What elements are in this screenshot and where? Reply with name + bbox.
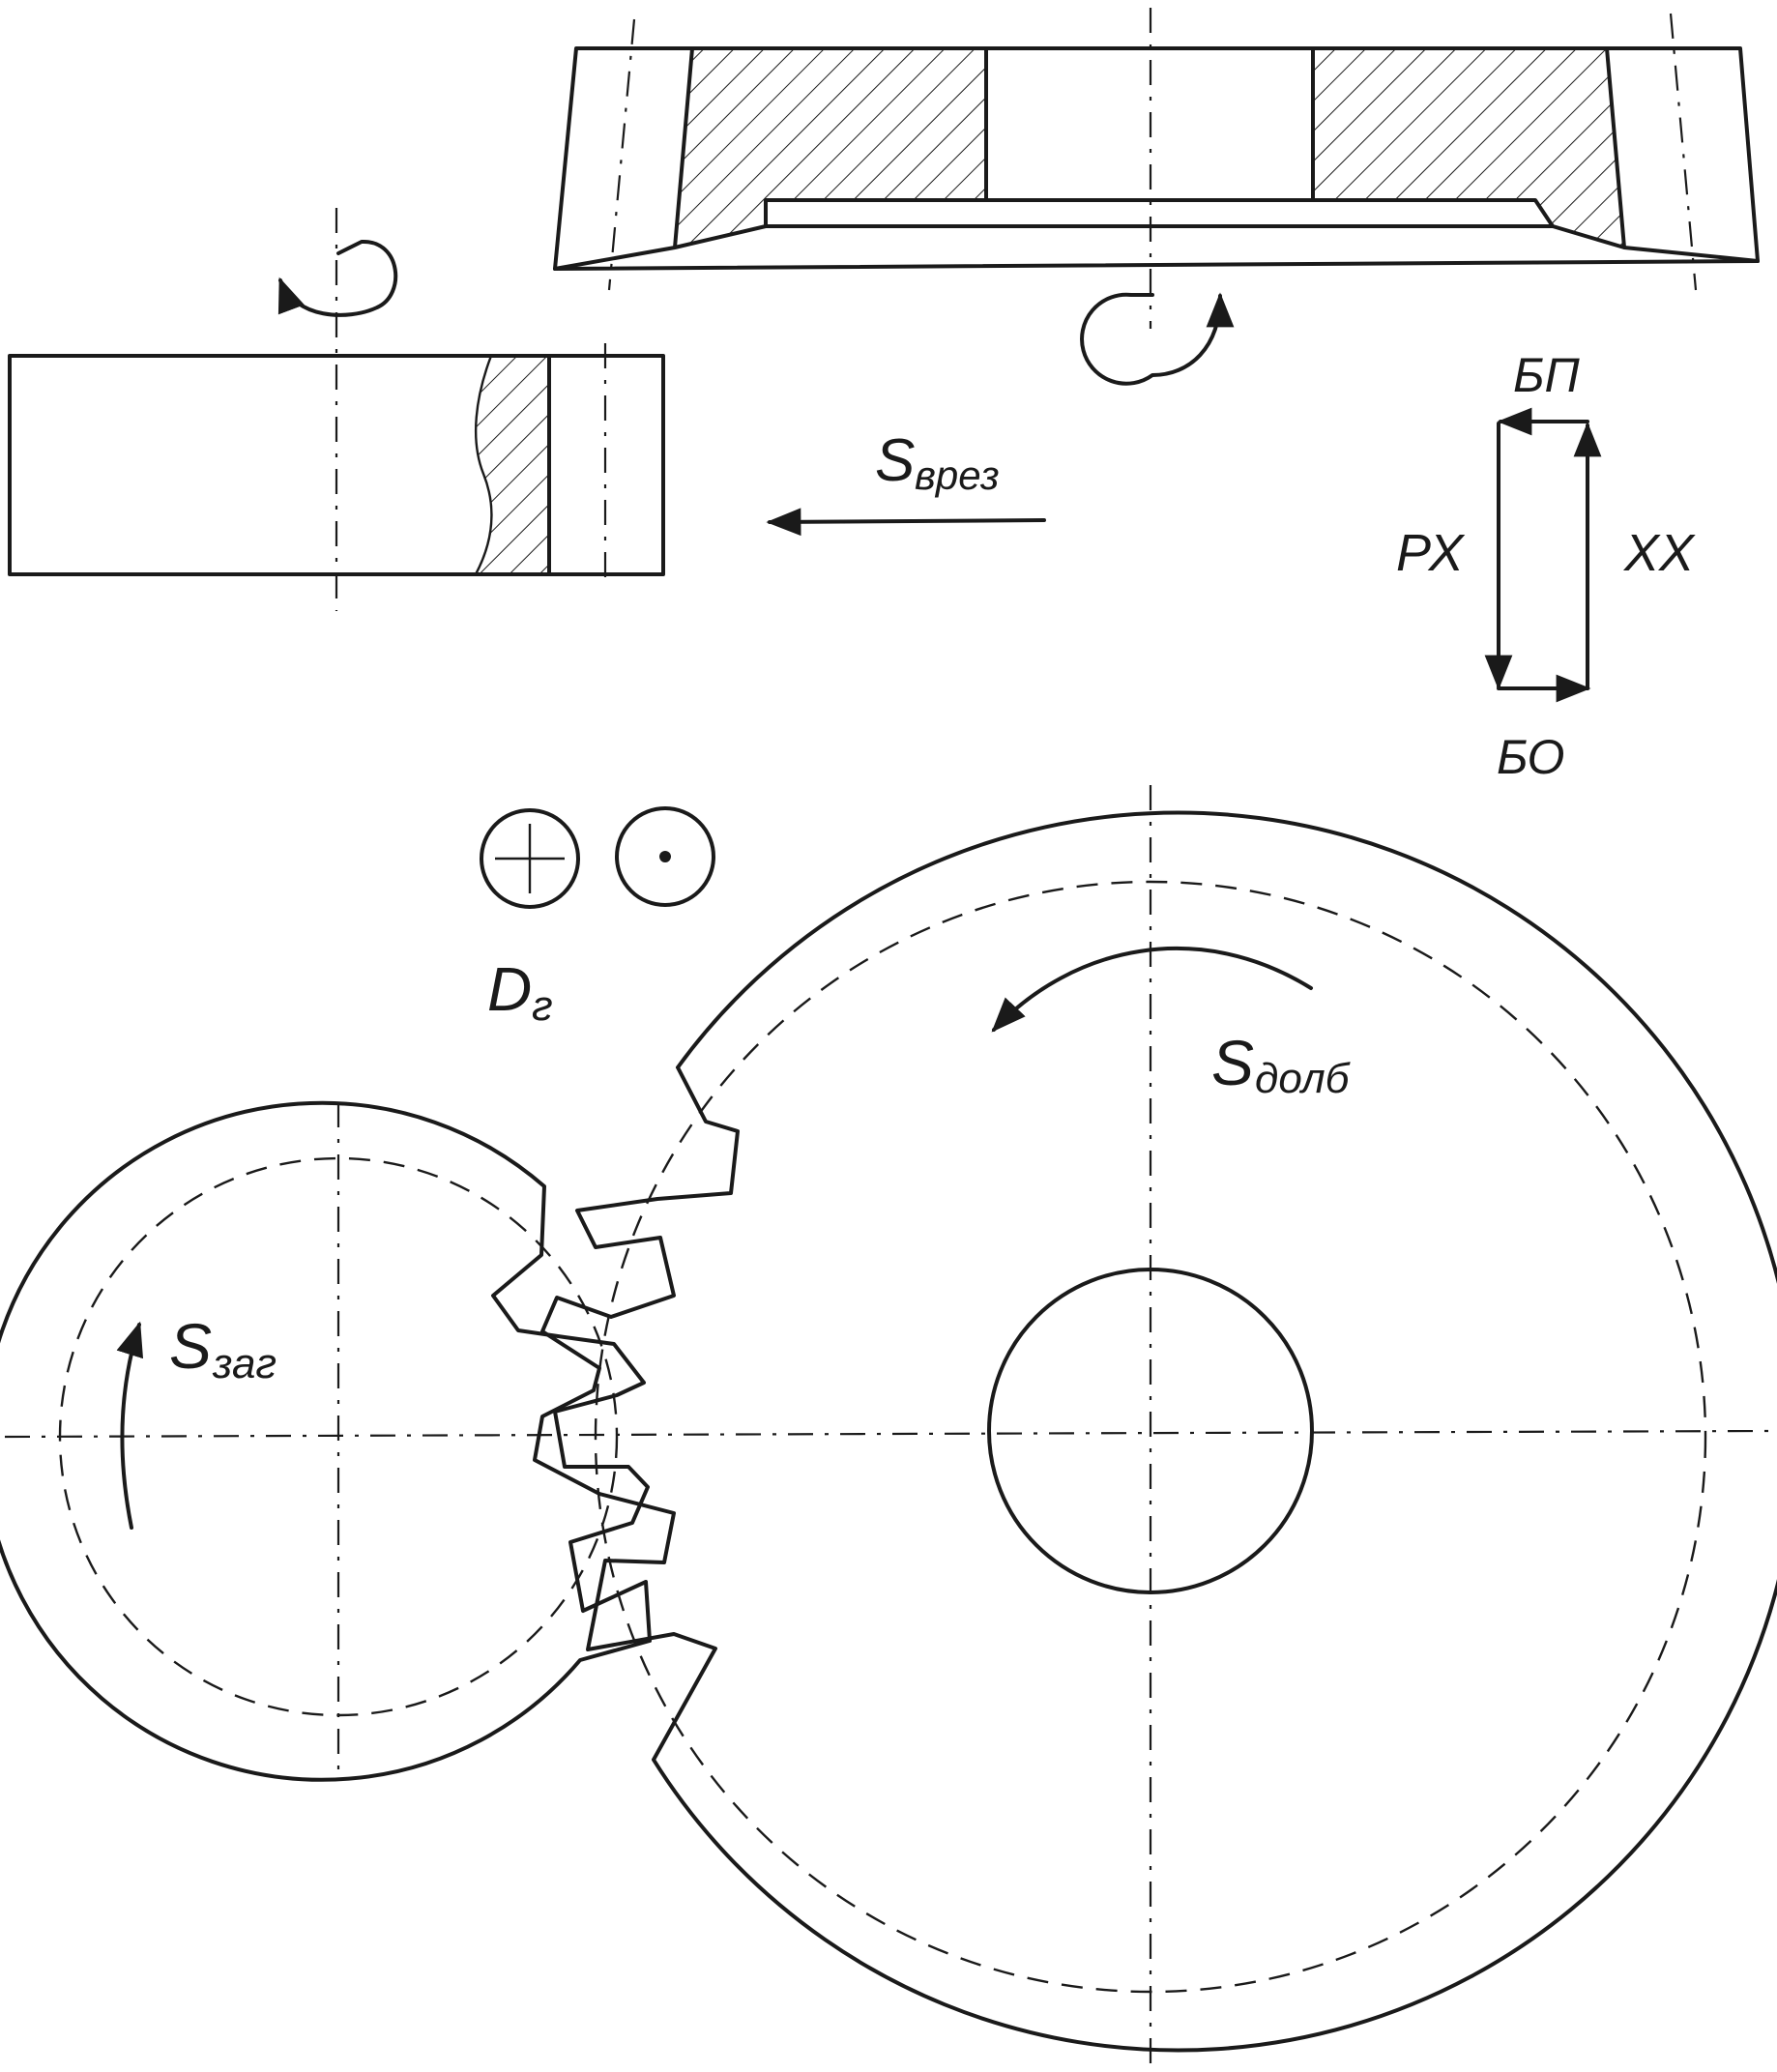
cutter-feed-label: S: [1211, 1027, 1254, 1098]
cutter-tooth-axis-right: [1669, 13, 1698, 291]
cutter-section-view: [553, 8, 1760, 386]
workpiece-section-view: [8, 208, 665, 611]
cutter-hatch-right: [1313, 48, 1624, 248]
generating-motion-subscript: г: [532, 982, 553, 1030]
blank-feed-label: S: [169, 1310, 212, 1382]
generating-motion-label: D: [487, 954, 532, 1024]
cutter-tooth-axis-left: [607, 18, 636, 291]
plunge-feed-subscript: врез: [915, 452, 1000, 498]
workpiece-rotation-arrow: [277, 239, 398, 317]
blank-feed-arrow: [116, 1321, 144, 1530]
cutter-hatch-left: [675, 48, 986, 248]
cutter-feed-subscript: долб: [1255, 1055, 1352, 1102]
cutter-gear-outline: [533, 810, 1777, 2053]
blank-gear-outline: [0, 1100, 652, 1782]
generating-motion-symbols: D г: [480, 806, 715, 1030]
into-page-symbol-icon: [480, 808, 580, 909]
stroke-cycle-scheme: БП БО РХ ХХ: [1396, 348, 1696, 784]
cutter-inner-lines: [553, 46, 1760, 271]
plunge-feed-indicator: S врез: [766, 427, 1046, 537]
common-horizontal-axis: [4, 1429, 1772, 1439]
plunge-feed-label: S: [875, 427, 915, 494]
workpiece-break-line: [474, 355, 493, 575]
cutter-rotation-arrow: [1080, 292, 1235, 386]
idle-stroke-label: ХХ: [1622, 524, 1696, 582]
out-of-page-symbol-icon: [615, 806, 715, 907]
working-stroke-label: РХ: [1396, 524, 1466, 582]
blank-feed-subscript: заг: [212, 1340, 277, 1387]
cutter-feed-arrow: [991, 946, 1313, 1033]
bottom-dead-point-label: БО: [1497, 730, 1564, 784]
blank-gear-plan-view: S заг: [0, 1100, 652, 1782]
plunge-feed-arrow: [766, 508, 1046, 537]
workpiece-hatch: [476, 356, 549, 574]
cutter-gear-plan-view: S долб: [533, 785, 1777, 2064]
top-dead-point-label: БП: [1513, 348, 1581, 402]
